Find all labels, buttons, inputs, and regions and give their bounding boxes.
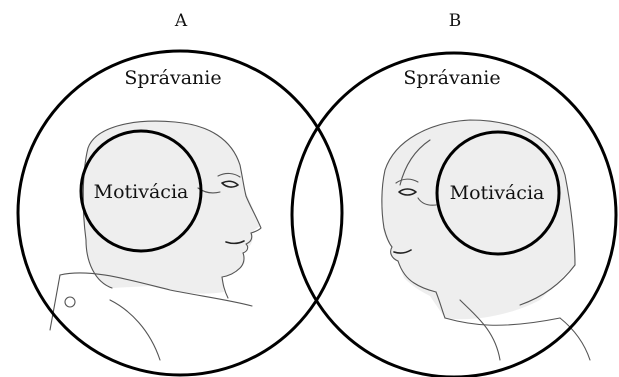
person-b-letter: B — [449, 11, 462, 31]
person-a-motivation-label: Motivácia — [94, 181, 189, 203]
person-a-head-sketch — [50, 121, 261, 360]
person-b-behavior-label: Správanie — [403, 67, 500, 89]
person-a-behavior-label: Správanie — [124, 67, 221, 89]
person-b-head-sketch — [382, 120, 590, 360]
person-b-motivation-label: Motivácia — [450, 182, 545, 204]
person-a-letter: A — [174, 11, 188, 31]
